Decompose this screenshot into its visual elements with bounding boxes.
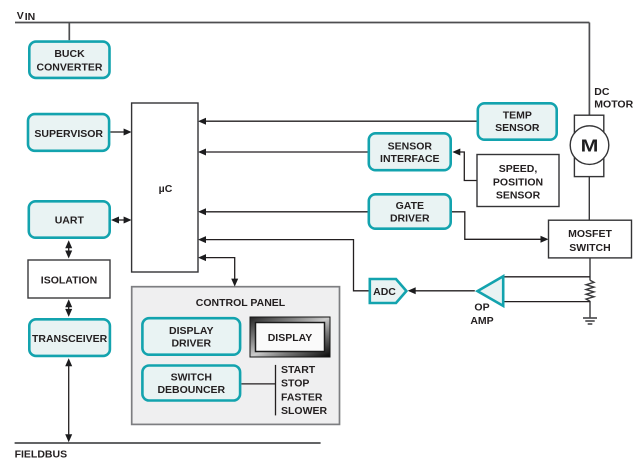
svg-text:SWITCH: SWITCH xyxy=(171,372,212,384)
svg-text:POSITION: POSITION xyxy=(493,176,543,188)
svg-text:MOSFET: MOSFET xyxy=(568,228,612,240)
svg-text:DISPLAY: DISPLAY xyxy=(169,325,214,337)
svg-text:AMP: AMP xyxy=(470,315,493,327)
svg-text:TEMP: TEMP xyxy=(503,109,532,121)
svg-text:OP: OP xyxy=(474,301,489,313)
svg-text:FIELDBUS: FIELDBUS xyxy=(15,449,68,461)
svg-text:STOP: STOP xyxy=(281,378,309,390)
svg-text:BUCK: BUCK xyxy=(54,48,85,60)
svg-text:START: START xyxy=(281,364,316,376)
svg-text:ISOLATION: ISOLATION xyxy=(41,274,97,286)
svg-text:ADC: ADC xyxy=(373,286,396,298)
svg-text:µC: µC xyxy=(159,183,173,195)
svg-text:M: M xyxy=(581,136,599,156)
svg-text:CONVERTER: CONVERTER xyxy=(37,62,103,74)
svg-text:IN: IN xyxy=(25,11,36,23)
svg-text:SENSOR: SENSOR xyxy=(388,140,433,152)
svg-text:SENSOR: SENSOR xyxy=(495,122,540,134)
svg-text:DRIVER: DRIVER xyxy=(171,338,211,350)
svg-text:FASTER: FASTER xyxy=(281,391,323,403)
svg-text:SENSOR: SENSOR xyxy=(496,189,541,201)
svg-text:GATE: GATE xyxy=(396,200,424,212)
svg-text:SPEED,: SPEED, xyxy=(499,163,538,175)
svg-text:DRIVER: DRIVER xyxy=(390,213,430,225)
svg-text:SWITCH: SWITCH xyxy=(569,242,610,254)
svg-text:SLOWER: SLOWER xyxy=(281,405,327,417)
svg-text:TRANSCEIVER: TRANSCEIVER xyxy=(32,333,108,345)
svg-text:INTERFACE: INTERFACE xyxy=(380,153,440,165)
svg-text:DISPLAY: DISPLAY xyxy=(268,332,313,344)
svg-text:DC: DC xyxy=(594,86,610,98)
svg-text:MOTOR: MOTOR xyxy=(594,99,633,111)
svg-text:CONTROL PANEL: CONTROL PANEL xyxy=(196,297,286,309)
svg-text:UART: UART xyxy=(55,215,85,227)
svg-text:V: V xyxy=(17,10,24,22)
svg-text:DEBOUNCER: DEBOUNCER xyxy=(157,384,225,396)
svg-text:SUPERVISOR: SUPERVISOR xyxy=(34,128,103,140)
